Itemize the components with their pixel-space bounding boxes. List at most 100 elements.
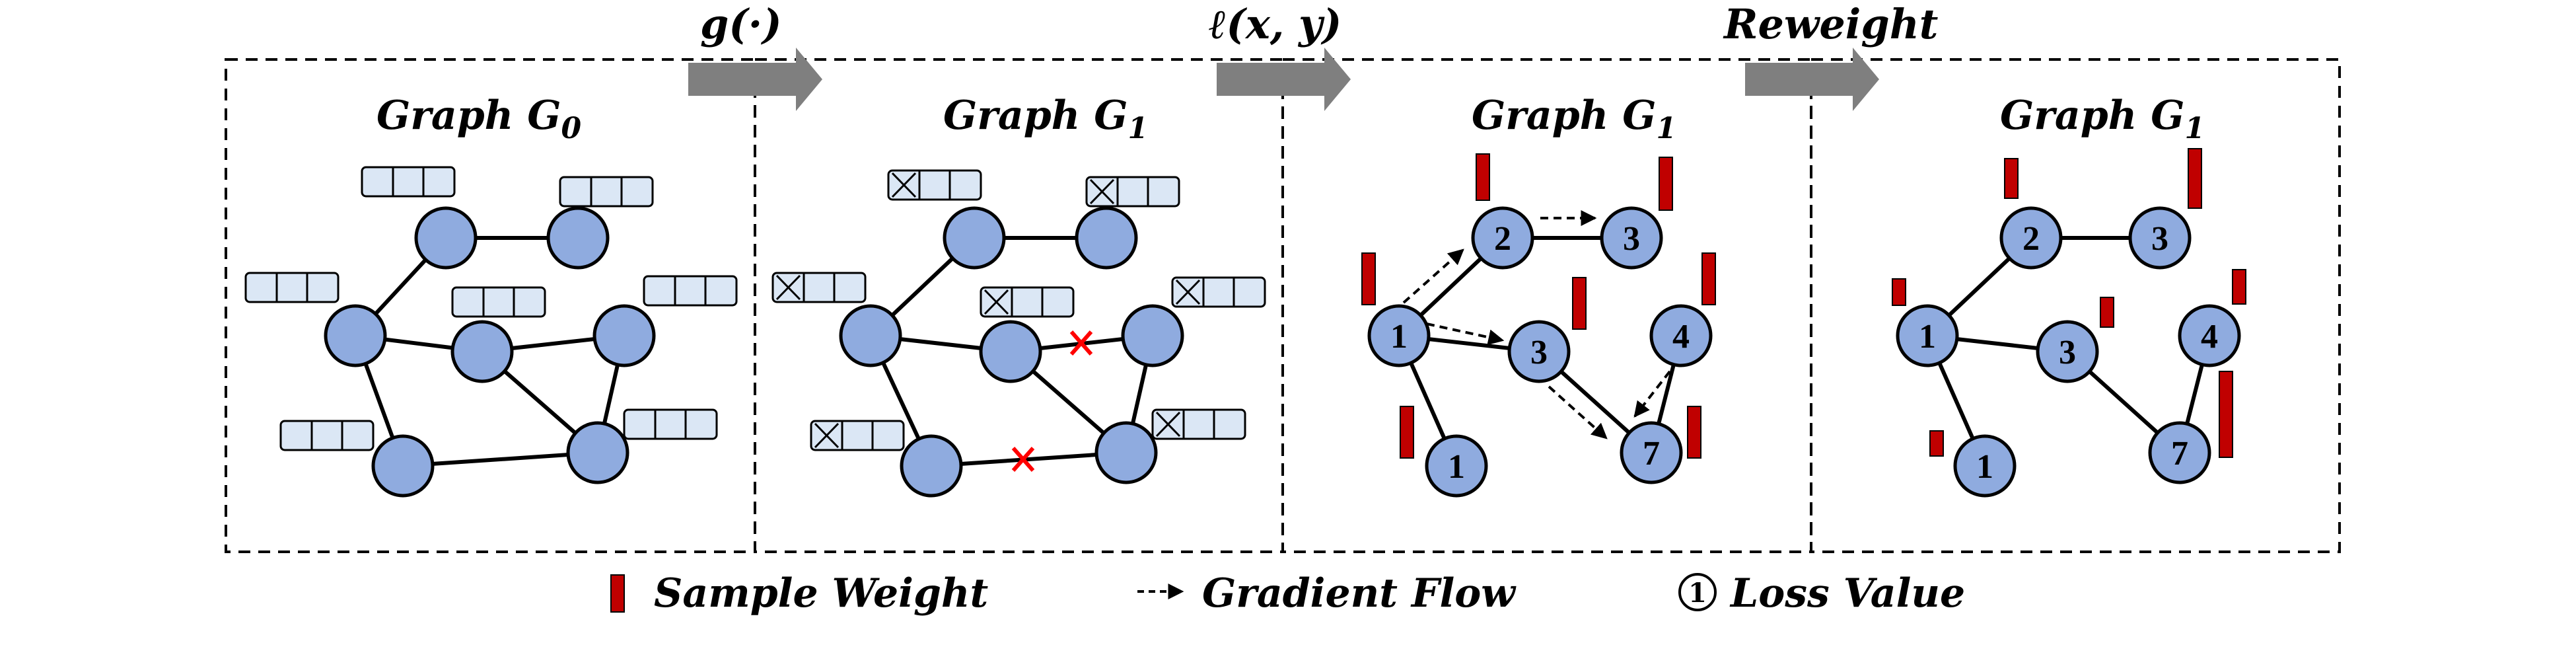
graph-node	[979, 320, 1042, 383]
gradient-flow-arrow	[1426, 322, 1505, 346]
panel-3-title: Graph G1	[2000, 93, 2205, 145]
node-label: 4	[1672, 318, 1690, 356]
feature-vector	[244, 272, 340, 303]
sample-weight-bar	[1892, 278, 1906, 306]
sample-weight-bar	[2004, 158, 2019, 199]
arrow-loss: ℓ(x, y)	[1209, 0, 1351, 111]
panel-2-title-main: Graph G	[1472, 93, 1656, 139]
masked-feature-vector	[980, 286, 1075, 318]
node-label: 7	[1643, 435, 1660, 473]
graph-node	[450, 320, 514, 383]
panel-2-nodes	[1367, 206, 1713, 498]
panel-3-node-labels: 2 3 1 3 4 1 7	[1919, 220, 2218, 486]
gradient-flow-arrow	[1633, 370, 1671, 418]
masked-feature-vector	[810, 420, 905, 451]
panel-1-title-sub: 1	[1127, 112, 1148, 145]
sample-weight-bar	[1572, 277, 1587, 330]
removed-edge-mark	[1069, 330, 1093, 356]
masked-feature-vector	[771, 272, 867, 303]
node-label: 3	[1530, 334, 1548, 371]
sample-weight-bar	[1361, 252, 1376, 305]
legend-sample-weight: Sample Weight	[610, 570, 989, 617]
panel-3-title-sub: 1	[2184, 112, 2205, 145]
node-label: 1	[1390, 318, 1408, 356]
sample-weight-bar	[1400, 406, 1414, 459]
panel-3-title-main: Graph G	[2000, 93, 2184, 139]
arrow-reweight: Reweight	[1723, 0, 1939, 111]
panel-2-title: Graph G1	[1472, 93, 1676, 145]
panel-1-feature-boxes	[771, 169, 1266, 451]
graph-node	[1953, 434, 2017, 498]
removed-edge-mark	[1011, 447, 1035, 472]
gradient-flow-arrow	[1548, 385, 1608, 439]
masked-feature-vector	[1151, 408, 1246, 440]
sample-weight-bar	[2100, 297, 2114, 328]
panel-3-weight-bars	[1892, 148, 2246, 458]
panel-0-feature-boxes	[244, 166, 738, 451]
sample-weight-icon	[610, 574, 625, 613]
node-label: 3	[1623, 220, 1640, 258]
panel-0: Graph G0	[244, 93, 738, 498]
graph-node	[414, 206, 478, 270]
sample-weight-bar	[1687, 406, 1701, 459]
panel-3-nodes	[1896, 206, 2241, 498]
panel-3: Graph G1 2 3 1 3 4 1 7	[1892, 93, 2246, 498]
panel-0-nodes	[324, 206, 656, 498]
panel-frame-3	[1810, 58, 2341, 553]
node-label: 1	[1919, 318, 1936, 356]
legend-gradient-flow-label: Gradient Flow	[1202, 570, 1517, 617]
graph-node	[943, 206, 1006, 270]
sample-weight-bar	[2232, 269, 2246, 305]
node-label: 4	[2201, 318, 2218, 356]
sample-weight-bar	[2219, 371, 2233, 458]
masked-feature-vector	[1171, 276, 1266, 308]
graph-node	[1425, 434, 1488, 498]
node-label: 2	[1494, 220, 1511, 258]
graph-node	[2178, 304, 2241, 367]
graph-node	[1367, 304, 1431, 367]
loss-value-icon	[1678, 573, 1717, 611]
panel-2-weight-bars	[1361, 153, 1716, 459]
panel-1-nodes	[839, 206, 1184, 498]
sample-weight-bar	[2188, 148, 2202, 209]
panel-2-gradient-arrows	[1402, 210, 1671, 439]
feature-vector	[623, 408, 718, 440]
panel-1-title-main: Graph G	[943, 93, 1127, 139]
panel-2-title-sub: 1	[1656, 112, 1676, 145]
graph-node	[1094, 421, 1158, 484]
graph-node	[2148, 421, 2211, 484]
panel-1-removed-edge-marks	[1011, 330, 1093, 472]
node-label: 1	[1976, 448, 1993, 486]
legend: Sample Weight Gradient Flow 1 Loss Value	[610, 570, 1965, 617]
node-label: 3	[2059, 334, 2076, 371]
node-label: 7	[2171, 435, 2188, 473]
arrow-reweight-label: Reweight	[1723, 0, 1939, 48]
legend-loss-symbol: 1	[1688, 578, 1707, 609]
arrow-loss-label: ℓ(x, y)	[1209, 0, 1342, 48]
sample-weight-bar	[1476, 153, 1490, 201]
arrow-g: g(·)	[688, 0, 822, 111]
graph-node	[839, 304, 902, 367]
legend-sample-weight-label: Sample Weight	[654, 570, 989, 617]
graph-node	[1075, 206, 1138, 270]
graph-node	[2036, 320, 2099, 383]
panel-0-title-sub: 0	[561, 112, 581, 145]
masked-feature-vector	[1085, 176, 1180, 208]
feature-vector	[559, 176, 654, 208]
sample-weight-bar	[1701, 252, 1716, 305]
feature-vector	[361, 166, 456, 198]
panel-1-title: Graph G1	[943, 93, 1148, 145]
panel-0-title-main: Graph G	[376, 93, 561, 139]
graph-node	[1471, 206, 1534, 270]
graph-node	[1620, 421, 1683, 484]
masked-feature-vector	[887, 169, 982, 201]
feature-vector	[451, 286, 546, 318]
sample-weight-bar	[1659, 157, 1673, 211]
graph-node	[546, 206, 610, 270]
graph-node	[900, 434, 963, 498]
gradient-flow-arrow	[1402, 248, 1464, 304]
panel-2-node-labels: 2 3 1 3 4 1 7	[1390, 220, 1690, 486]
graph-node	[1600, 206, 1663, 270]
node-label: 1	[1448, 448, 1465, 486]
graph-node	[371, 434, 435, 498]
